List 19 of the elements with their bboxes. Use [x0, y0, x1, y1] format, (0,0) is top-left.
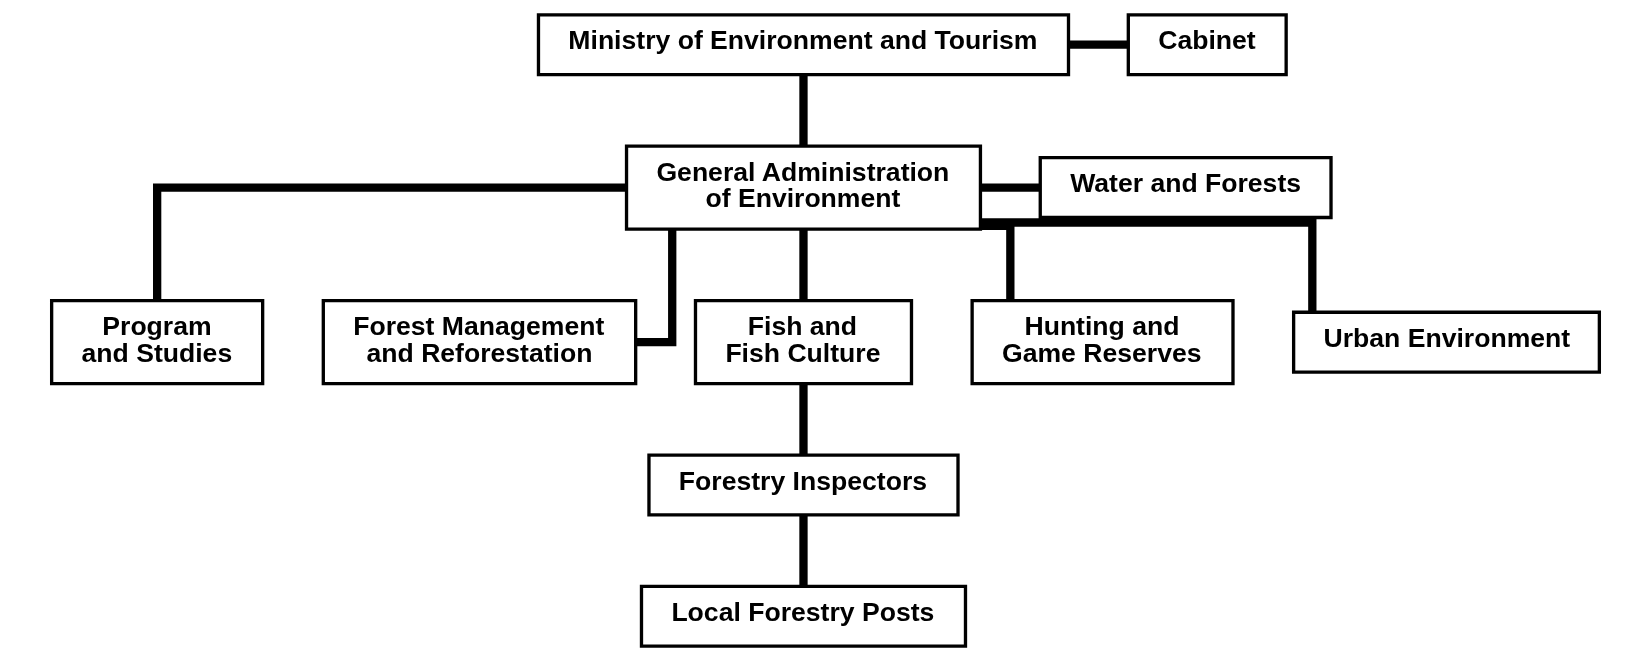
connector — [980, 183, 1041, 192]
node-box: Hunting and Game Reserves — [970, 298, 1235, 386]
node-box: Ministry of Environment and Tourism — [536, 13, 1071, 77]
connector — [980, 218, 1317, 312]
connector — [153, 183, 627, 300]
connector — [799, 384, 808, 455]
node-box: Water and Forests — [1038, 156, 1333, 220]
connector — [799, 75, 808, 146]
node-box: Forest Management and Reforestation — [321, 298, 638, 386]
node-box: Local Forestry Posts — [639, 584, 968, 648]
connector — [1068, 40, 1128, 49]
node-box: Cabinet — [1126, 13, 1288, 77]
connector — [799, 229, 808, 301]
connector — [799, 515, 808, 586]
node-box: Program and Studies — [50, 298, 265, 386]
node-box: Urban Environment — [1291, 310, 1601, 374]
node-box: General Administration of Environment — [624, 144, 983, 231]
node-box: Forestry Inspectors — [647, 453, 960, 517]
node-box: Fish and Fish Culture — [693, 298, 914, 386]
